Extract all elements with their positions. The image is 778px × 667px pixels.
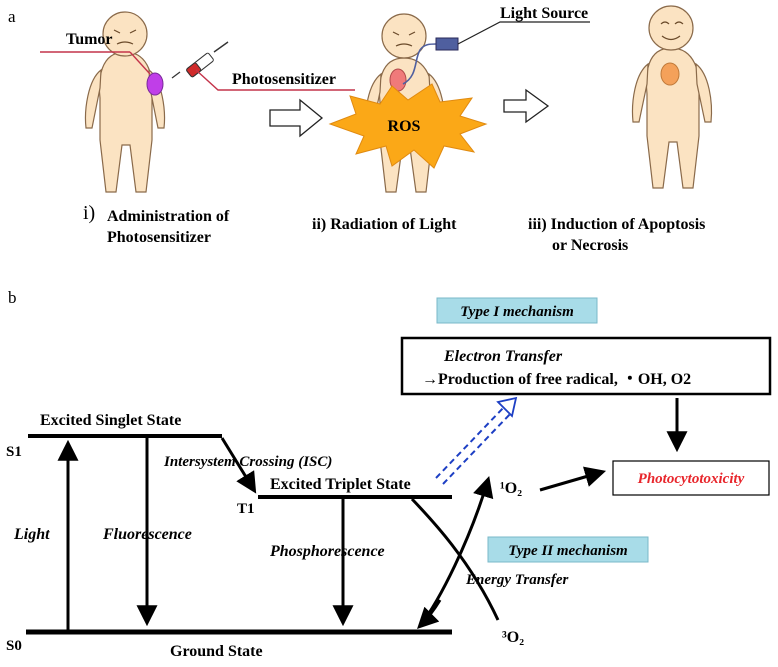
fluorescence-label: Fluorescence bbox=[102, 526, 192, 543]
patient-figure-3 bbox=[631, 5, 713, 189]
ros-label: ROS bbox=[388, 118, 421, 135]
syringe-icon bbox=[171, 41, 229, 79]
ros-burst bbox=[328, 83, 488, 169]
type1-dashed-arrow bbox=[435, 396, 518, 485]
step-1-line1: Administration of bbox=[107, 208, 230, 225]
tumor-pointer-diagonal bbox=[129, 51, 151, 75]
step-3-line1: iii) Induction of Apoptosis bbox=[528, 216, 705, 233]
triplet-oxygen-label: ³O₂ bbox=[502, 629, 524, 646]
electron-transfer-box bbox=[400, 336, 772, 396]
excited-triplet-label: Excited Triplet State bbox=[270, 476, 411, 493]
ground-state-label: Ground State bbox=[170, 643, 263, 660]
step-3-line2: or Necrosis bbox=[552, 237, 628, 254]
panel-a-letter: a bbox=[8, 7, 16, 26]
singlet-oxygen-arrow bbox=[539, 466, 607, 492]
s1-label: S1 bbox=[6, 444, 22, 460]
energy-transfer-curve-up bbox=[418, 475, 494, 627]
photosensitizer-label: Photosensitizer bbox=[232, 71, 336, 88]
s0-label: S0 bbox=[6, 638, 22, 654]
light-label: Light bbox=[13, 526, 50, 543]
t1-label: T1 bbox=[237, 501, 255, 517]
free-radical-label: →Production of free radical, ・OH, O2 bbox=[422, 371, 691, 388]
step-arrow-2 bbox=[503, 88, 550, 124]
step-2-line1: ii) Radiation of Light bbox=[312, 216, 457, 233]
light-source-pointer bbox=[457, 21, 590, 45]
energy-transfer-curve-down bbox=[410, 497, 500, 621]
isc-arrow bbox=[220, 437, 257, 494]
type1-box bbox=[436, 297, 598, 324]
tumor-label: Tumor bbox=[66, 31, 113, 48]
type2-box bbox=[487, 536, 649, 563]
light-source-label: Light Source bbox=[500, 5, 588, 22]
electron-transfer-label: Electron Transfer bbox=[443, 348, 563, 365]
energy-transfer-arrow-to-ground bbox=[417, 599, 442, 629]
step-1-line2: Photosensitizer bbox=[107, 229, 211, 246]
photocytotoxicity-label: Photocytotoxicity bbox=[638, 471, 745, 487]
excited-singlet-label: Excited Singlet State bbox=[40, 412, 181, 429]
phosphorescence-label: Phosphorescence bbox=[269, 543, 385, 560]
panel-b-letter: b bbox=[8, 288, 17, 307]
step-arrow-1 bbox=[269, 98, 324, 138]
light-source-cable bbox=[402, 43, 437, 85]
tumor-purple bbox=[146, 72, 164, 96]
photocytotoxicity-box bbox=[612, 460, 770, 496]
type1-label: Type I mechanism bbox=[460, 304, 574, 320]
photosensitizer-pointer bbox=[195, 69, 355, 91]
tumor-orange bbox=[660, 62, 680, 86]
step-1-numeral: i) bbox=[83, 202, 95, 224]
light-source-device bbox=[435, 37, 459, 51]
isc-label: Intersystem Crossing (ISC) bbox=[163, 454, 332, 470]
energy-transfer-label: Energy Transfer bbox=[465, 572, 569, 588]
singlet-oxygen-label: ¹O₂ bbox=[500, 480, 522, 497]
type2-label: Type II mechanism bbox=[508, 543, 627, 559]
